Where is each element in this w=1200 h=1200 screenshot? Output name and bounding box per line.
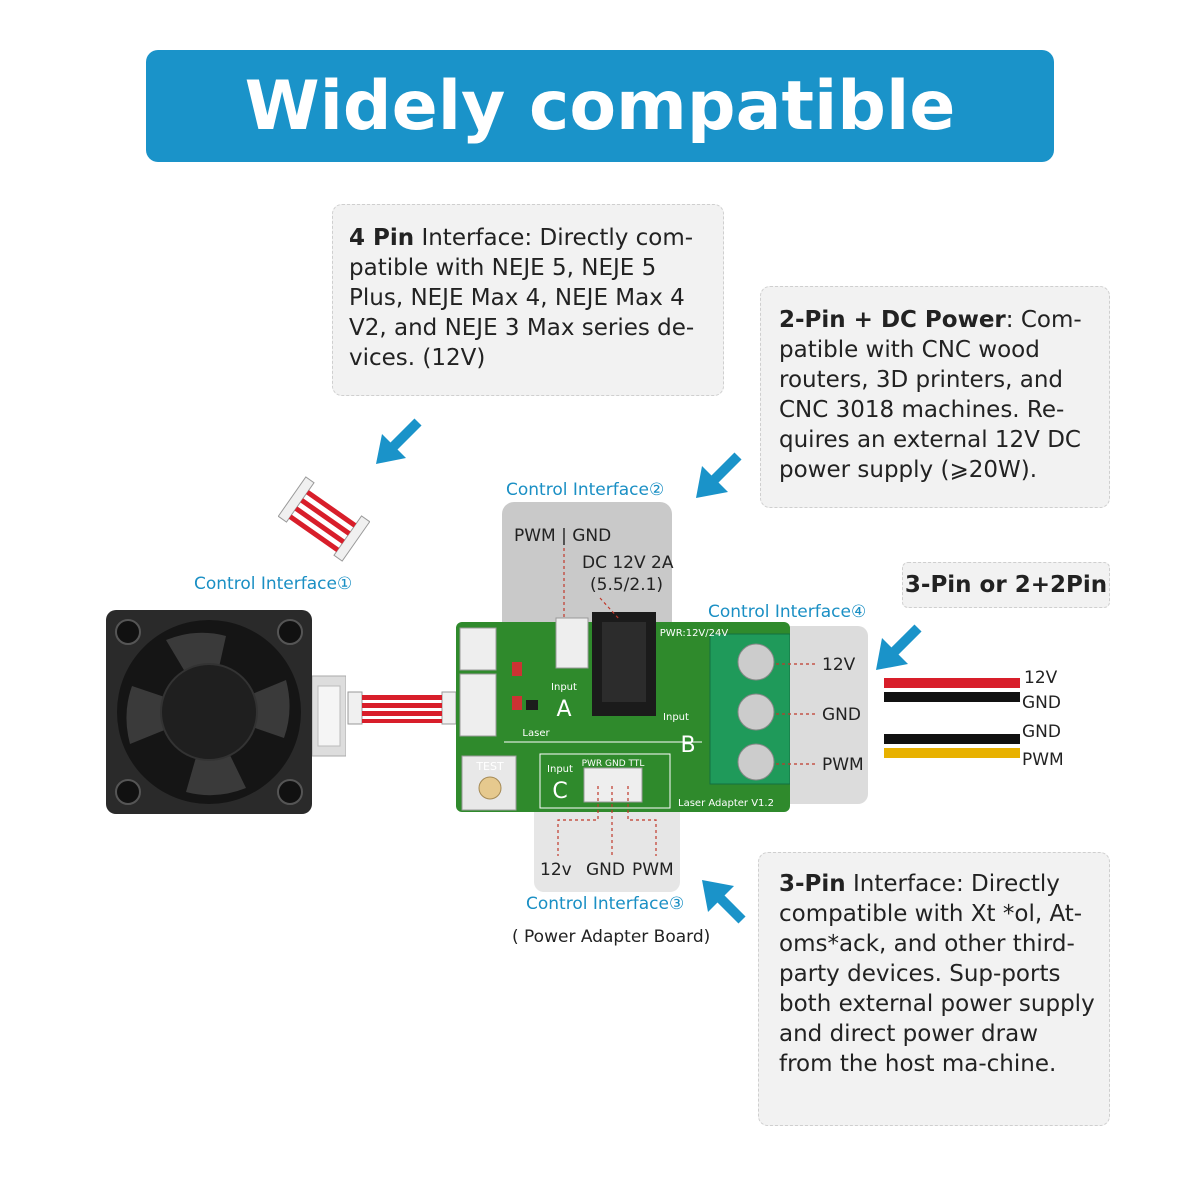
label-control-interface-3: Control Interface③: [526, 894, 685, 914]
callout-four-pin-bold: 4 Pin: [349, 225, 415, 251]
label-control-interface-1: Control Interface①: [194, 574, 353, 594]
label-terminal-gnd: GND: [822, 705, 861, 725]
callout-two-pin-dc-text: : Com-patible with CNC wood routers, 3D …: [779, 307, 1082, 483]
board-letter-a-text: A: [556, 697, 571, 722]
label-dc-size: (5.5/2.1): [590, 575, 664, 595]
label-dc-12v-2a: DC 12V 2A: [582, 553, 674, 573]
banner-title: Widely compatible: [244, 66, 956, 146]
label-wire-12v: 12V: [1024, 668, 1058, 688]
label-pwm-gnd: PWM | GND: [514, 526, 612, 546]
label-control-interface-2: Control Interface②: [506, 480, 665, 500]
label-wire-gnd-1: GND: [1022, 693, 1061, 713]
label-c-pwm: PWM: [632, 860, 674, 880]
label-c-12v: 12v: [540, 860, 572, 880]
board-input-a-text: Input: [551, 682, 577, 693]
arrow-icon-ci3: [702, 880, 746, 924]
label-c-gnd: GND: [586, 860, 625, 880]
callout-two-pin-dc-bold: 2-Pin + DC Power: [779, 307, 1006, 333]
wire-bundle-image: [884, 678, 1020, 758]
tag-three-or-two-two-text: 3-Pin or 2+2Pin: [904, 572, 1108, 598]
arrow-icon-ci1: [376, 418, 422, 464]
label-wire-pwm: PWM: [1022, 750, 1064, 770]
tag-three-or-two-two-pin: 3-Pin or 2+2Pin: [902, 562, 1110, 608]
board-test-text: TEST: [475, 760, 504, 773]
board-letter-b-text: B: [680, 733, 695, 758]
label-terminal-12v: 12V: [822, 655, 856, 675]
board-adapter-text: Laser Adapter V1.2: [678, 798, 774, 809]
callout-two-pin-dc: 2-Pin + DC Power: Com-patible with CNC w…: [760, 286, 1110, 508]
four-pin-cable-image: [278, 476, 370, 562]
callout-four-pin: 4 Pin Interface: Directly com-patible wi…: [332, 204, 724, 396]
board-c-pins-text: PWR GND TTL: [582, 759, 645, 769]
board-pwr-text: PWR:12V/24V: [660, 628, 729, 639]
callout-three-pin-bold: 3-Pin: [779, 871, 846, 897]
board-input-c-text: Input: [547, 764, 573, 775]
label-power-adapter-board: ( Power Adapter Board): [512, 927, 711, 947]
arrow-icon-ci2: [696, 452, 742, 498]
title-banner: Widely compatible: [146, 50, 1054, 162]
label-control-interface-4: Control Interface④: [708, 602, 867, 622]
fan-cable-image: [347, 691, 457, 725]
board-laser-text: Laser: [522, 728, 550, 739]
callout-three-pin: 3-Pin Interface: Directly compatible wit…: [758, 852, 1110, 1126]
pcb-board-image: TEST PWR:12V/24V Input A B Input C Input…: [456, 612, 790, 812]
arrow-icon-ci4: [876, 624, 922, 670]
callout-three-pin-text: Interface: Directly compatible with Xt *…: [779, 871, 1095, 1077]
label-wire-gnd-2: GND: [1022, 722, 1061, 742]
fan-image: [106, 610, 346, 814]
callout-four-pin-text: Interface: Directly com-patible with NEJ…: [349, 225, 695, 371]
board-letter-c-text: C: [552, 779, 567, 804]
label-terminal-pwm: PWM: [822, 755, 864, 775]
board-input-b-text: Input: [663, 712, 689, 723]
